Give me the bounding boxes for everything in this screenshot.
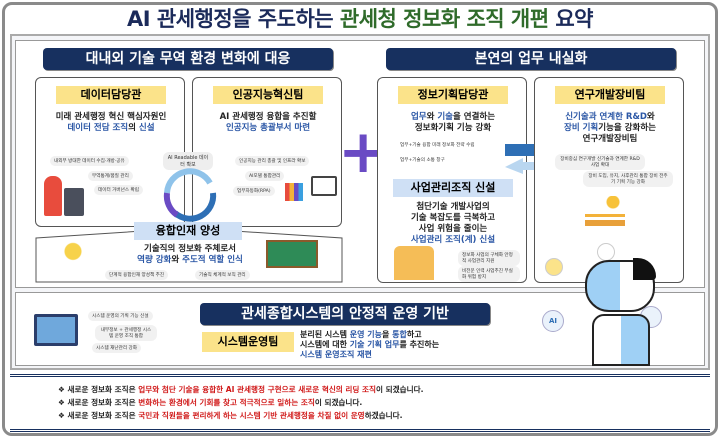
- bubble: 무역통계/품질 관리: [88, 171, 133, 181]
- bubble: 업무+기술의 소통 창구: [400, 158, 445, 163]
- bubble: 장비중심 연구개발 신기술과 연계한 R&D사업 확대: [555, 154, 645, 170]
- person-illustration: [44, 176, 62, 216]
- robot-human-body-illustration: [592, 314, 650, 366]
- cycle-label: AI Readable 데이터 확보: [163, 152, 213, 170]
- data-officer-tag: 데이터담당관: [56, 86, 166, 104]
- bubble: 데이터 거버넌스 확립: [94, 185, 143, 195]
- rnd-equipment-tag: 연구개발장비팀: [555, 86, 665, 104]
- bottom-section-header: 관세종합시스템의 안정적 운영 기반: [200, 303, 490, 325]
- books-lightbulb-illustration: [585, 196, 625, 226]
- summary-notes: ❖ 새로운 정보화 조직은 업무와 첨단 기술을 융합한 AI 관세행정 구현으…: [10, 374, 710, 432]
- server-illustration: [64, 188, 84, 216]
- system-ops-desc: 분리된 시스템 운영 기능을 통합하고 시스템에 대한 기술 기획 업무를 추진…: [300, 330, 440, 359]
- page-title: AI 관세행정을 주도하는 관세청 정보화 조직 개편 요약: [127, 7, 594, 31]
- cycle-arrows-icon: [163, 168, 217, 222]
- project-mgmt-tag: 사업관리조직 신설: [393, 179, 513, 197]
- bubble: 기술직 체계적 보직 관리: [195, 270, 250, 280]
- lightbulb-people-illustration: [48, 240, 98, 278]
- gear-icon: [545, 258, 563, 276]
- bubble: 정보화 사업의 구체화 안정적 사업관리 지원: [458, 250, 520, 266]
- worker-illustration: [394, 246, 434, 280]
- bubble: 내부정보 + 관세행정 시스템 운영 조직 통합: [95, 325, 157, 341]
- bubble: 인공지능 관리 총괄 및 인프라 확보: [235, 156, 310, 166]
- bubble: AI모델 통합관리: [245, 171, 285, 181]
- bubble: 비전문 인력 사업추진 부실화 위험 방지: [458, 266, 520, 282]
- teacher-board-illustration: [266, 240, 318, 268]
- bubble: 시스템 재난관리 강화: [92, 343, 141, 353]
- right-section-header: 본연의 업무 내실화: [386, 48, 676, 70]
- bubble: 장비 도입, 유지, 사후관리 통합 장비 전주기 기획 기능 강화: [583, 171, 673, 187]
- info-planning-tag: 정보기획담당관: [398, 86, 508, 104]
- note-item: ❖ 새로운 정보화 조직은 업무와 첨단 기술을 융합한 AI 관세행정 구현으…: [58, 385, 424, 394]
- hair-illustration: [633, 258, 656, 280]
- bar-chart-illustration: [285, 183, 303, 201]
- note-item: ❖ 새로운 정보화 조직은 변화하는 환경에서 기회를 찾고 적극적으로 일하는…: [58, 398, 363, 407]
- talent-tag: 융합인재 양성: [134, 222, 242, 240]
- monitor-illustration: [311, 176, 337, 196]
- bubble: 단계적 융합인재 양성책 추진: [105, 270, 169, 280]
- monitor-illustration: [34, 314, 78, 346]
- system-ops-tag: 시스템운영팀: [202, 332, 294, 352]
- bubble: 내외부 방대한 데이터 수집·개방·공유: [50, 156, 129, 166]
- bubble: 업무+기술 융합 미래 정보화 전략 수립: [400, 143, 475, 148]
- bubble: 시스템 운영의 기획 기능 신설: [88, 311, 153, 321]
- ai-chip-icon: AI: [542, 310, 564, 332]
- left-section-header: 대내외 기술 무역 환경 변화에 대응: [43, 48, 333, 70]
- brain-icon: [597, 243, 615, 261]
- note-item: ❖ 새로운 정보화 조직은 국민과 직원들을 편리하게 하는 시스템 기반 관세…: [58, 411, 403, 420]
- ai-team-tag: 인공지능혁신팀: [213, 86, 323, 104]
- bubble: 업무자동화(RPA): [233, 186, 275, 196]
